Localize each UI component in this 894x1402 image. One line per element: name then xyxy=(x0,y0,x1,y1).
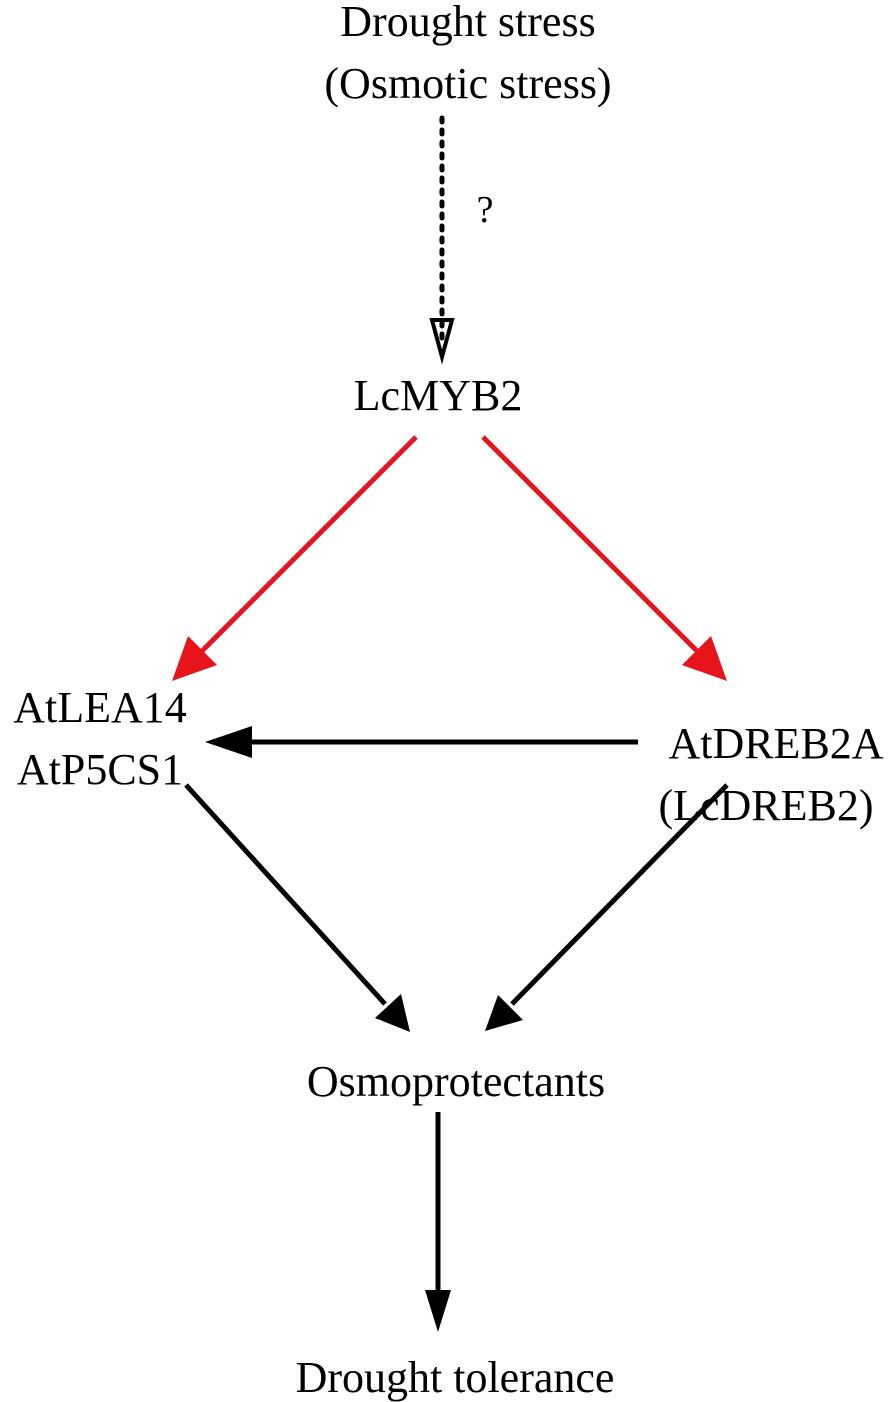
drought-tolerance-label: Drought tolerance xyxy=(296,1353,615,1402)
atp5cs1-label: AtP5CS1 xyxy=(17,745,183,794)
arrow-atdreb2a-to-atlea14 xyxy=(205,726,638,758)
arrow-osmoprotectants-to-drought-tolerance xyxy=(425,1112,451,1332)
arrowhead-icon xyxy=(205,726,252,758)
arrowhead-icon xyxy=(375,994,410,1032)
dotted-arrow-stress-to-lcmyb2 xyxy=(429,115,455,365)
open-arrowhead-icon xyxy=(429,318,455,365)
red-arrowhead-icon xyxy=(682,636,727,681)
osmoprotectants-label: Osmoprotectants xyxy=(307,1057,605,1106)
lcmyb2-label: LcMYB2 xyxy=(354,371,523,420)
arrow-atlea14-to-osmoprotectants xyxy=(184,783,410,1032)
atlea14-label: AtLEA14 xyxy=(13,683,187,732)
atdreb2a-label: AtDREB2A xyxy=(668,719,883,768)
red-arrow-lcmyb2-to-atdreb2a xyxy=(481,435,727,681)
osmotic-stress-label: (Osmotic stress) xyxy=(324,59,611,108)
red-arrowhead-icon xyxy=(172,636,217,681)
arrowhead-icon xyxy=(425,1290,451,1332)
red-arrow-lcmyb2-to-atlea14 xyxy=(172,435,418,681)
drought-stress-label: Drought stress xyxy=(340,0,595,46)
unknown-link-mark: ? xyxy=(477,189,494,231)
arrowhead-icon xyxy=(485,995,523,1031)
arrow-atdreb2a-to-osmoprotectants xyxy=(485,783,729,1031)
